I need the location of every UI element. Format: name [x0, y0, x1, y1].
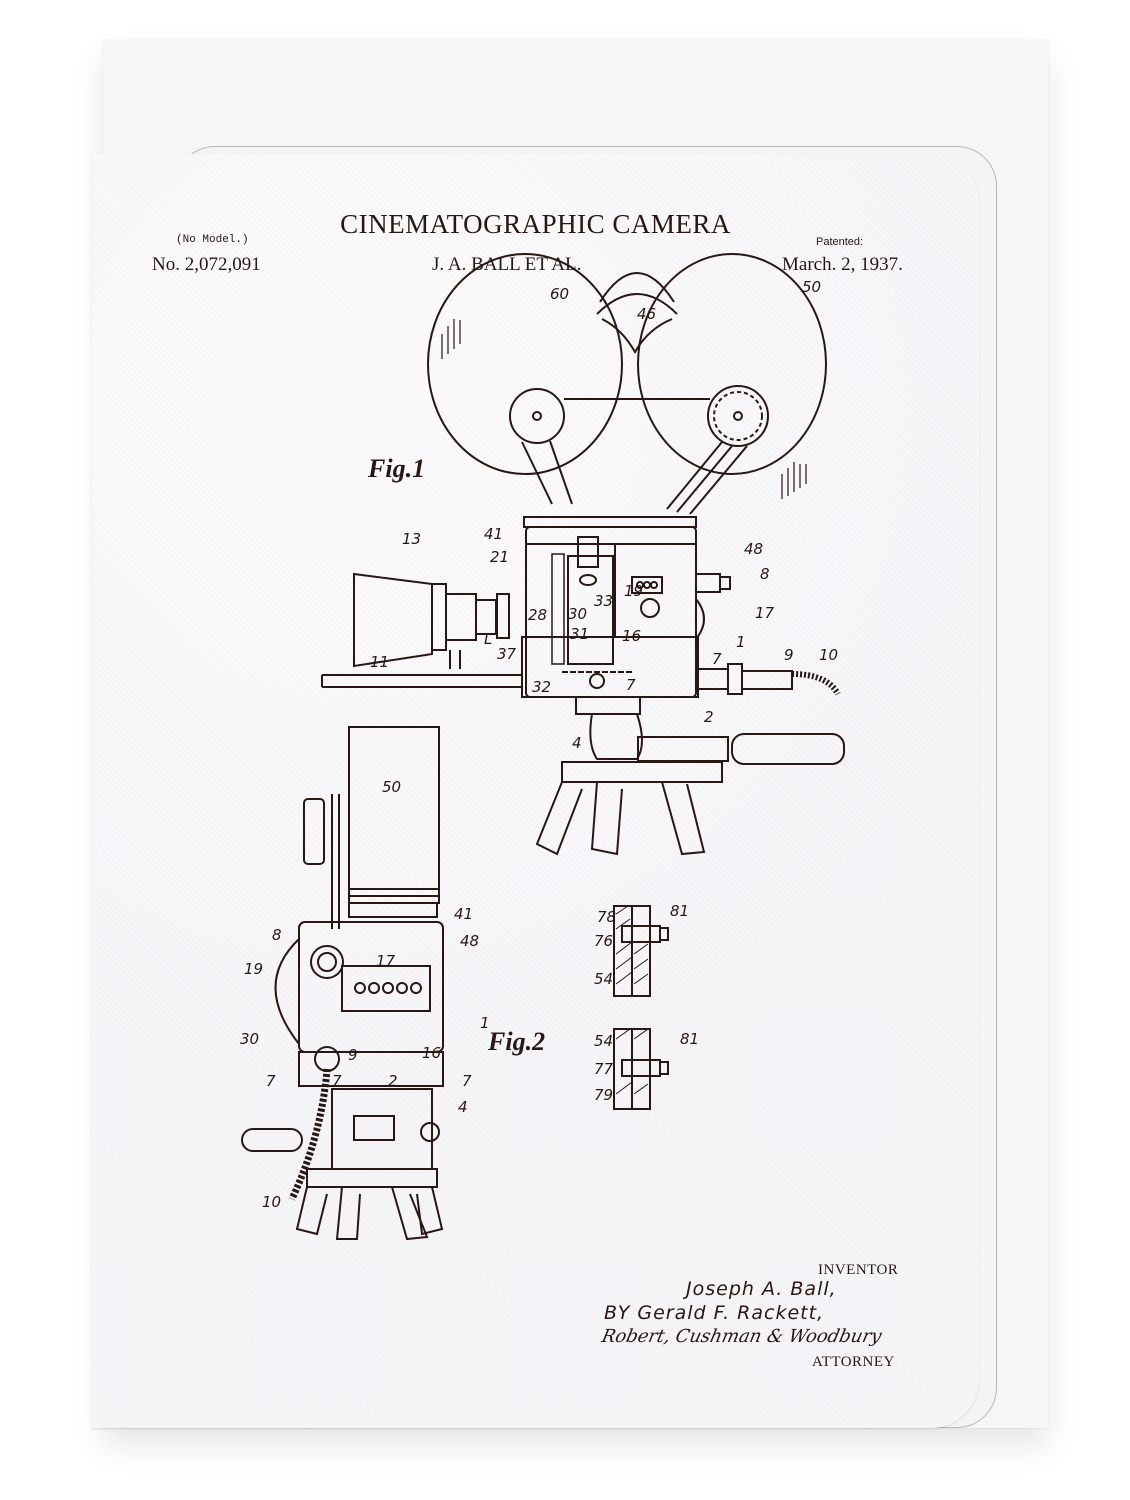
svg-text:10: 10 [262, 1193, 281, 1211]
svg-text:30: 30 [240, 1030, 259, 1048]
svg-text:4: 4 [458, 1098, 468, 1116]
svg-text:50: 50 [382, 778, 401, 796]
patent-number: No. 2,072,091 [152, 254, 261, 275]
fig2-callouts: 50 41 48 8 19 17 30 1 16 9 7 7 2 7 4 10 [240, 778, 490, 1211]
inventor-label: INVENTOR [818, 1262, 899, 1278]
svg-text:4: 4 [572, 734, 582, 752]
detail-upper-callouts: 78 81 76 54 [594, 902, 689, 988]
svg-text:28: 28 [528, 606, 547, 624]
by-line: BY Gerald F. Rackett, [604, 1302, 825, 1324]
svg-text:54: 54 [594, 1032, 613, 1050]
svg-text:19: 19 [624, 582, 643, 600]
svg-text:2: 2 [704, 708, 714, 726]
patented-label: Patented: [816, 236, 864, 248]
svg-text:10: 10 [819, 646, 838, 664]
svg-text:60: 60 [550, 285, 569, 303]
svg-text:33: 33 [594, 592, 613, 610]
svg-text:7: 7 [712, 650, 722, 668]
inventor-name: Joseph A. Ball, [686, 1278, 837, 1300]
svg-text:17: 17 [376, 952, 396, 970]
svg-text:17: 17 [755, 604, 775, 622]
svg-text:78: 78 [597, 908, 616, 926]
svg-text:9: 9 [348, 1046, 358, 1064]
svg-text:81: 81 [680, 1030, 699, 1048]
patent-drawing: 60 46 50 13 41 21 28 30 33 31 19 16 48 8… [240, 253, 845, 1241]
svg-text:9: 9 [784, 646, 794, 664]
attorney-label: ATTORNEY [812, 1354, 895, 1370]
svg-text:50: 50 [802, 278, 821, 296]
attorney-signature: Robert, Cushman & Woodbury [599, 1326, 884, 1347]
model-note: (No Model.) [176, 234, 249, 246]
fig1-callouts: 60 46 50 13 41 21 28 30 33 31 19 16 48 8… [370, 278, 838, 752]
svg-text:37: 37 [497, 645, 517, 663]
svg-text:7: 7 [462, 1072, 472, 1090]
svg-text:7: 7 [266, 1072, 276, 1090]
svg-text:16: 16 [422, 1044, 441, 1062]
svg-text:48: 48 [744, 540, 763, 558]
svg-text:77: 77 [594, 1060, 614, 1078]
svg-text:48: 48 [460, 932, 479, 950]
svg-text:1: 1 [736, 633, 746, 651]
svg-text:41: 41 [454, 905, 473, 923]
detail-lower-callouts: 54 81 77 79 [594, 1030, 699, 1104]
svg-text:8: 8 [760, 565, 770, 583]
svg-text:30: 30 [568, 605, 587, 623]
svg-text:13: 13 [402, 530, 421, 548]
svg-text:19: 19 [244, 960, 263, 978]
fig1-label: Fig.1 [368, 454, 426, 483]
svg-text:76: 76 [594, 932, 613, 950]
svg-text:11: 11 [370, 653, 389, 671]
svg-text:41: 41 [484, 525, 503, 543]
svg-text:16: 16 [622, 627, 641, 645]
inventors-short: J. A. BALL ET AL. [432, 254, 582, 275]
svg-text:81: 81 [670, 902, 689, 920]
patent-title: CINEMATOGRAPHIC CAMERA [340, 209, 731, 239]
svg-text:L: L [484, 630, 492, 648]
svg-text:2: 2 [388, 1072, 398, 1090]
svg-text:1: 1 [480, 1014, 490, 1032]
svg-text:7: 7 [626, 676, 636, 694]
fig1-camera-drawing [241, 253, 845, 1241]
svg-text:8: 8 [272, 926, 282, 944]
svg-text:7: 7 [332, 1072, 342, 1090]
svg-text:31: 31 [570, 625, 589, 643]
svg-text:54: 54 [594, 970, 613, 988]
svg-text:32: 32 [532, 678, 551, 696]
patent-date: March. 2, 1937. [782, 254, 903, 275]
greeting-card: CINEMATOGRAPHIC CAMERA (No Model.) Paten… [92, 154, 979, 1428]
svg-text:21: 21 [490, 548, 509, 566]
svg-text:79: 79 [594, 1086, 613, 1104]
fig2-label: Fig.2 [488, 1027, 546, 1056]
svg-text:46: 46 [637, 305, 656, 323]
